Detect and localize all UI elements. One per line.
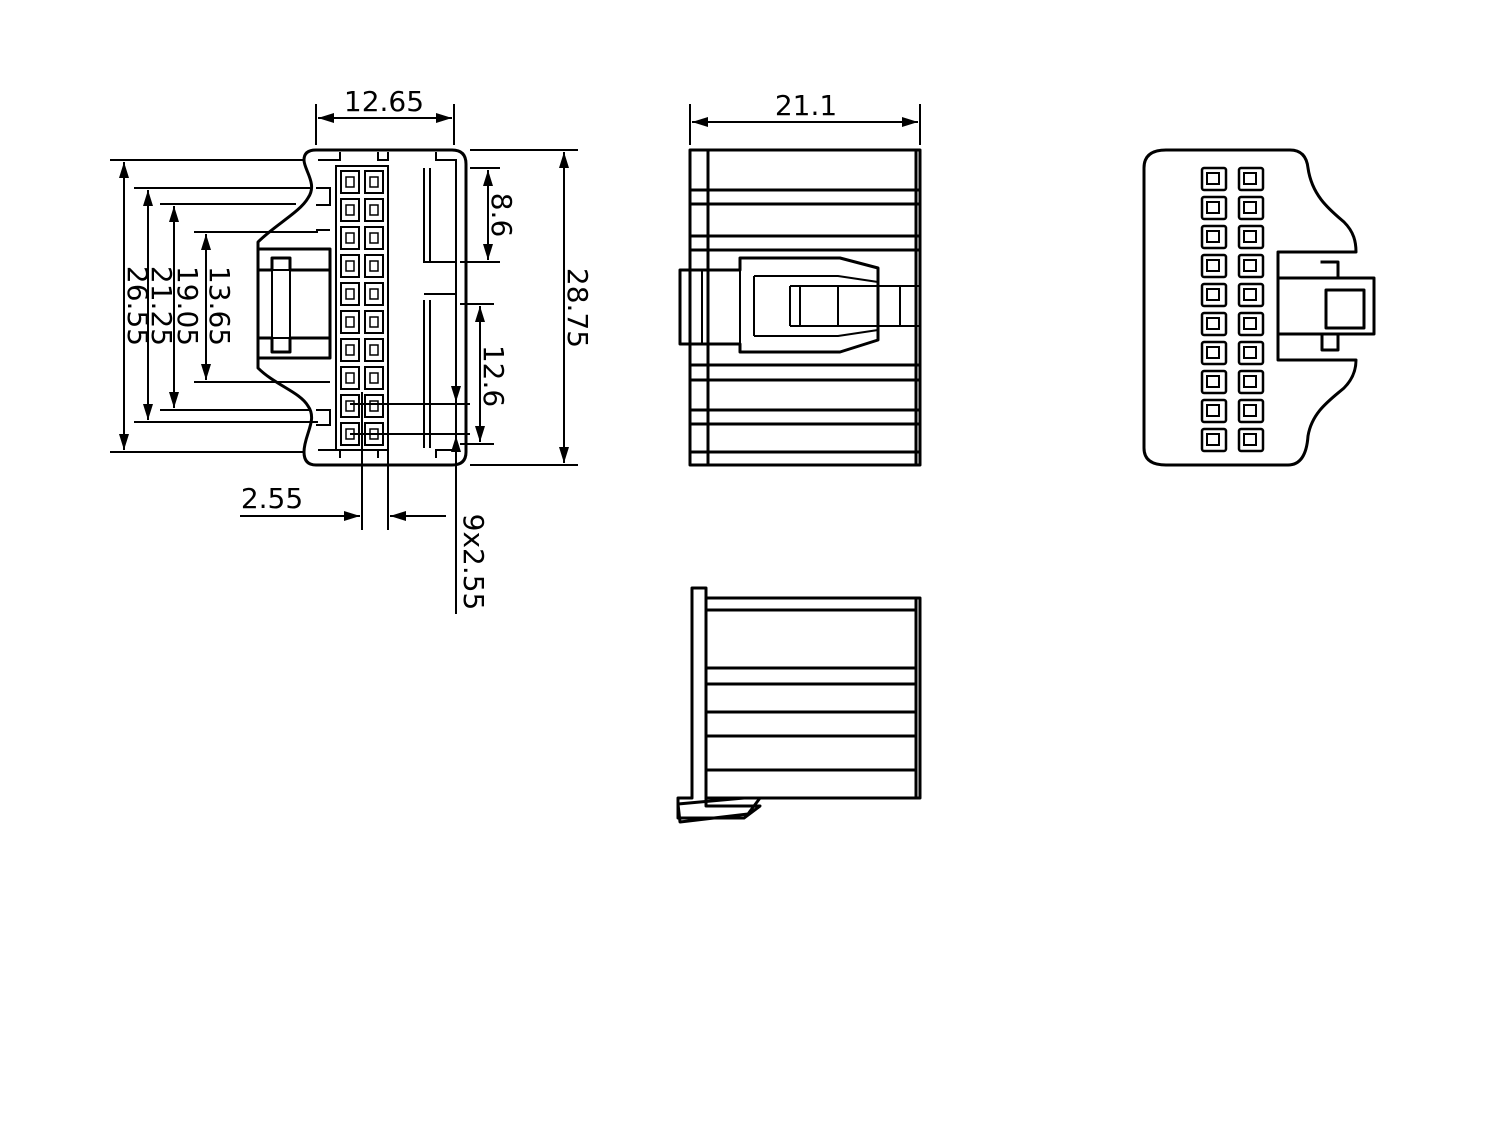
dim-lower-right: 12.6 [477, 345, 510, 407]
front-right-steps [423, 168, 456, 448]
dimension-labels: 12.65 28.75 8.6 12.6 26.55 21.25 19.05 1… [121, 85, 837, 610]
rear-latch-window [1324, 288, 1366, 330]
front-left-steps [316, 187, 331, 426]
front-view [256, 148, 468, 467]
dim-pitch-count: 9x2.55 [457, 514, 490, 611]
rear-latch [1276, 260, 1376, 352]
front-latch-slot [271, 269, 291, 339]
rear-housing-outline [1142, 148, 1358, 467]
top-body-outline [676, 586, 922, 820]
front-dimensions [110, 104, 578, 614]
dim-left-inner: 13.65 [203, 266, 236, 346]
front-inner-wall [318, 152, 457, 458]
top-body-ribs [704, 596, 918, 800]
front-latch [256, 247, 332, 360]
dim-upper-right: 8.6 [485, 193, 518, 238]
dim-left-third: 19.05 [171, 266, 204, 346]
dim-left-second: 21.25 [145, 266, 178, 346]
dim-top-width: 12.65 [344, 85, 424, 118]
rear-view [1142, 148, 1376, 467]
side-latch-detail [701, 270, 920, 344]
front-housing-outline [256, 148, 468, 467]
side-view [678, 104, 922, 467]
side-latch-outline [678, 256, 880, 354]
dim-right-height: 28.75 [561, 268, 594, 348]
top-latch-tab [676, 796, 762, 824]
side-body-outline [688, 148, 922, 467]
top-view [676, 586, 922, 824]
dim-pitch: 2.55 [241, 482, 303, 515]
dim-left-outer: 26.55 [121, 266, 154, 346]
dim-side-width: 21.1 [775, 89, 837, 122]
rear-cavity-grid [1198, 164, 1272, 454]
